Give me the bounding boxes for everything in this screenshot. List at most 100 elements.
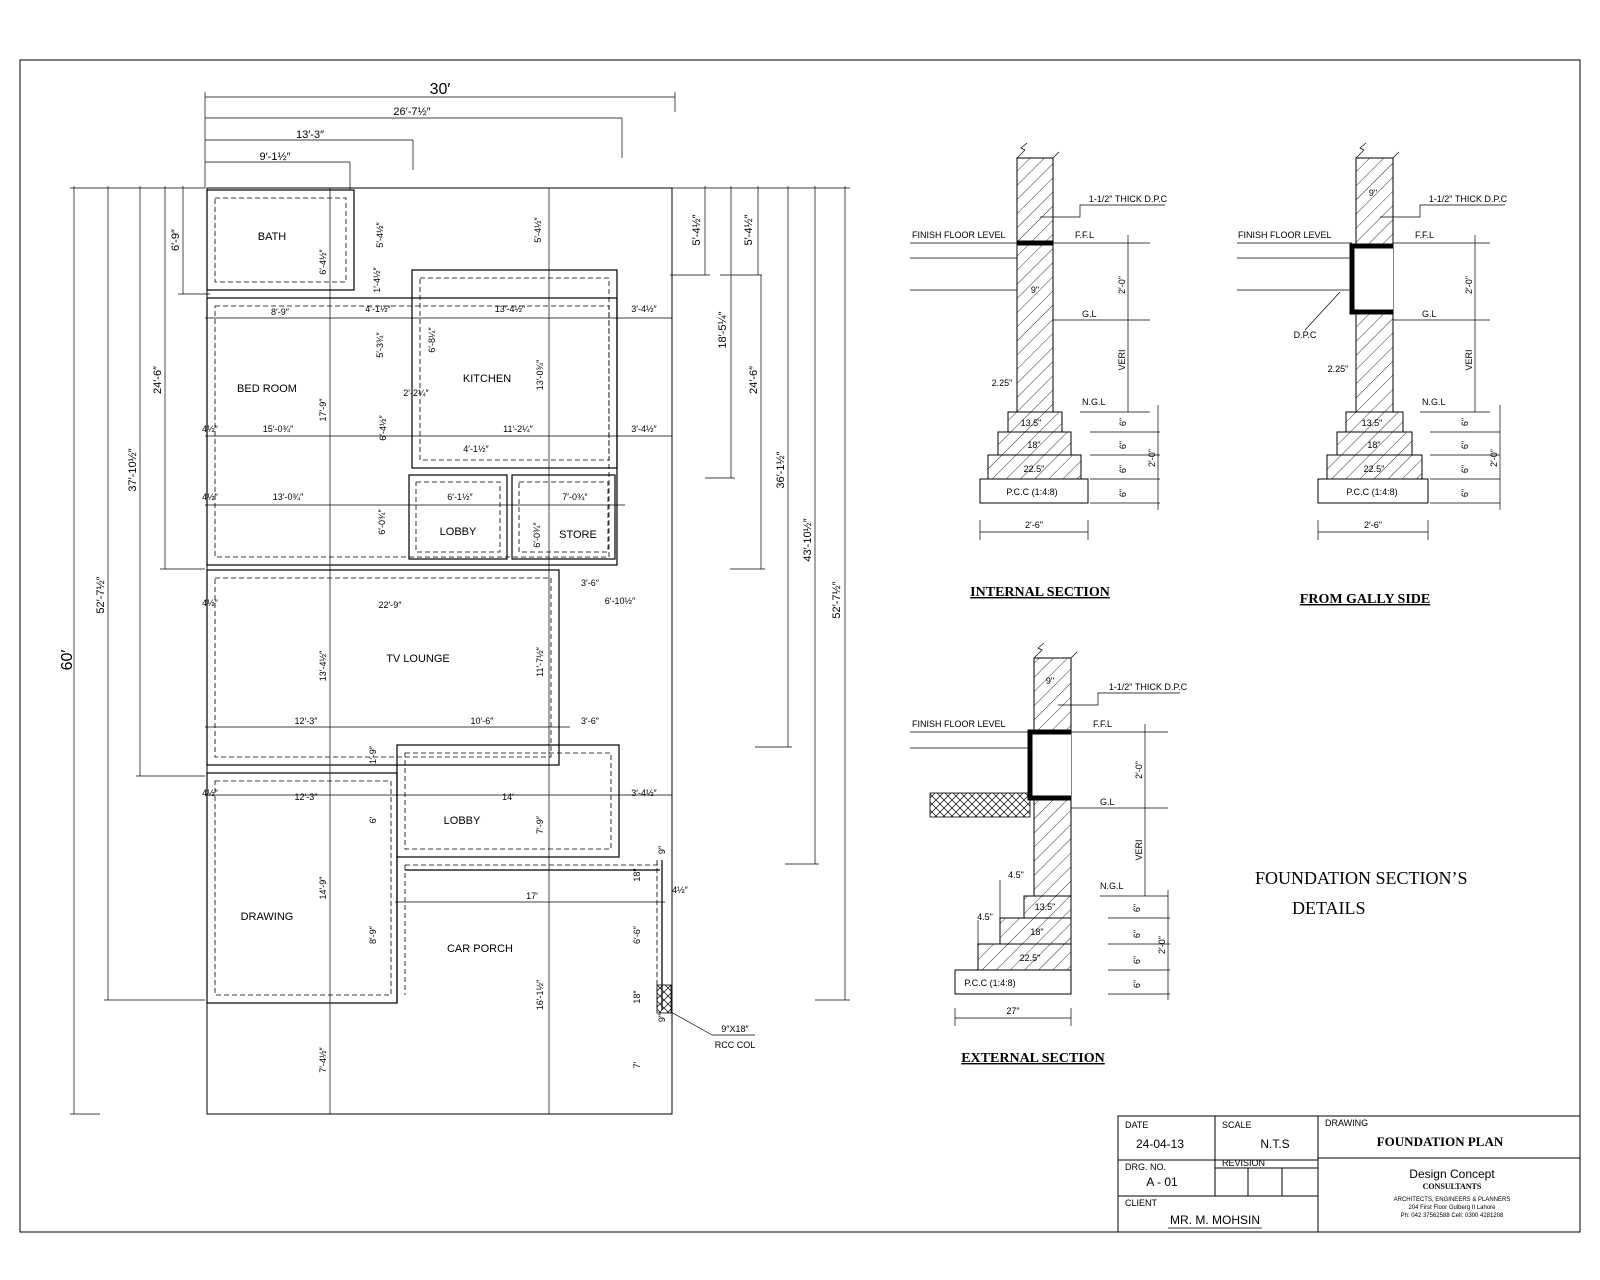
dim-tv-h: 13′-4½″	[318, 650, 328, 681]
plan-dimensions: 6′-4½″ 1′-4½″ 5′-4½″ 5′-4½″ 8′-9″ 4′-1½″…	[202, 216, 689, 1072]
gally-veri: VERI	[1464, 349, 1474, 370]
room-lobby-2: LOBBY	[444, 815, 481, 827]
dim-15: 15′-0¾″	[263, 424, 294, 434]
dim-right-1: 5′-4½″	[691, 214, 703, 245]
dim-6-8: 6′-8¼″	[427, 326, 437, 352]
dim-kit-w: 13′-4½″	[495, 304, 526, 314]
internal-wall: 9"	[1031, 285, 1039, 295]
dim-left-4: 6′-9″	[170, 229, 182, 251]
external-h3: 2′-0"	[1157, 936, 1167, 954]
internal-step-3: 22.5"	[1024, 464, 1045, 474]
room-drawing: DRAWING	[241, 911, 294, 923]
dim-right-6: 43′-10½″	[802, 518, 814, 561]
dim-overall-depth: 60′	[59, 650, 76, 671]
date-value: 24-04-13	[1136, 1137, 1184, 1151]
room-car-porch: CAR PORCH	[447, 943, 513, 955]
external-r3: 6"	[1132, 956, 1142, 964]
external-ffl: F.F.L	[1093, 719, 1112, 729]
gally-r3: 6"	[1460, 465, 1470, 473]
internal-r1: 6"	[1118, 418, 1128, 426]
dim-bath-h: 6′-4½″	[318, 248, 328, 274]
internal-r2: 6"	[1118, 441, 1128, 449]
gally-r4: 6"	[1460, 489, 1470, 497]
gally-gl: G.L	[1422, 309, 1437, 319]
dim-7: 7′	[632, 1061, 642, 1068]
internal-offset: 2.25"	[992, 378, 1013, 388]
dim-7-9: 7′-9″	[535, 815, 545, 834]
internal-r3: 6"	[1118, 465, 1128, 473]
dim-4-a: 4½″	[202, 424, 219, 434]
dim-12-3a: 12′-3″	[295, 716, 319, 726]
external-dpc: 1-1/2" THICK D.P.C	[1109, 682, 1188, 692]
gally-h3: 2′-0"	[1489, 449, 1499, 467]
external-pcc: P.C.C (1:4:8)	[964, 978, 1015, 988]
external-r1: 6"	[1132, 904, 1142, 912]
dim-17: 17′	[526, 891, 538, 901]
internal-ffl-label: FINISH FLOOR LEVEL	[912, 230, 1006, 240]
dim-14: 14′	[502, 792, 514, 802]
details-title-1: FOUNDATION SECTION’S	[1255, 868, 1468, 888]
dim-22: 22′-9″	[379, 600, 403, 610]
internal-h2: 2′-0"	[1117, 276, 1127, 294]
dim-3-6a: 3′-6″	[581, 578, 600, 588]
dim-12-3b: 12′-3″	[295, 792, 319, 802]
dim-16: 16′-1½″	[535, 979, 545, 1010]
dim-left-2: 37′-10½″	[127, 448, 139, 491]
dim-6-0b: 6′-0¾″	[532, 521, 542, 547]
dim-right-4: 24′-6″	[748, 366, 760, 394]
gally-section-title: FROM GALLY SIDE	[1300, 592, 1430, 607]
dim-kit-h: 13′-0¾″	[535, 359, 545, 390]
dim-8-9: 8′-9″	[368, 925, 378, 944]
external-veri: VERI	[1134, 839, 1144, 860]
column-label: RCC COL	[715, 1040, 756, 1050]
firm-name: Design Concept	[1409, 1167, 1495, 1181]
date-label: DATE	[1125, 1120, 1148, 1130]
external-offset: 4.5"	[1008, 870, 1024, 880]
external-section: 1-1/2" THICK D.P.C FINISH FLOOR LEVEL F.…	[910, 642, 1188, 1066]
dim-9b: 9″	[657, 1013, 667, 1022]
dim-6-10: 6′-10½″	[605, 596, 636, 606]
internal-base: 2′-6"	[1025, 520, 1043, 530]
dim-11-7: 11′-7½″	[535, 646, 545, 677]
dim-bed-w: 8′-9″	[271, 307, 290, 317]
dim-bed-h: 17′-9″	[318, 398, 328, 422]
firm-address: 204 First Floor Gulberg II Lahore	[1408, 1205, 1496, 1211]
gally-ngl: N.G.L	[1422, 397, 1446, 407]
gally-step-2: 18"	[1367, 440, 1380, 450]
internal-gl: G.L	[1082, 309, 1097, 319]
foundation-plan: 30′ 26′-7½″ 13′-3″ 9′-1½″ 60′ 52′-7½″ 37…	[59, 81, 850, 1115]
dim-right-3: 18′-5¼″	[717, 311, 729, 348]
sheet-border	[19, 59, 1581, 1233]
dim-9: 9″	[657, 845, 667, 854]
dim-3-4b: 3′-4½″	[631, 424, 657, 434]
dim-top-2: 13′-3″	[296, 129, 324, 141]
dim-13: 13′-0¾″	[273, 492, 304, 502]
external-h2: 2′-0"	[1134, 761, 1144, 779]
drawing-value: FOUNDATION PLAN	[1377, 1134, 1504, 1149]
internal-veri: VERI	[1117, 349, 1127, 370]
client-value: MR. M. MOHSIN	[1170, 1213, 1260, 1227]
column-size: 9″X18″	[721, 1024, 749, 1034]
internal-section-title: INTERNAL SECTION	[970, 585, 1110, 600]
dim-6-6: 6′-6″	[632, 925, 642, 944]
drg-no-value: A - 01	[1146, 1175, 1178, 1189]
gally-section: 1-1/2" THICK D.P.C FINISH FLOOR LEVEL F.…	[1237, 142, 1508, 607]
client-label: CLIENT	[1125, 1198, 1158, 1208]
room-bedroom: BED ROOM	[237, 383, 297, 395]
gally-base: 2′-6"	[1364, 520, 1382, 530]
dim-7-0: 7′-0¾″	[562, 492, 588, 502]
firm-name-2: CONSULTANTS	[1423, 1182, 1482, 1191]
dim-18a: 18″	[632, 868, 642, 882]
external-step-1: 13.5"	[1035, 902, 1056, 912]
gally-r1: 6"	[1460, 418, 1470, 426]
external-gl: G.L	[1100, 797, 1115, 807]
dim-7-4: 7′-4½″	[318, 1046, 328, 1072]
external-wall: 9"	[1046, 676, 1054, 686]
room-tv-lounge: TV LOUNGE	[386, 653, 450, 665]
gally-offset: 2.25"	[1328, 364, 1349, 374]
scale-label: SCALE	[1222, 1120, 1252, 1130]
dim-6-0: 6′-0¾″	[377, 508, 387, 534]
dim-4-e: 4½″	[672, 885, 689, 895]
dim-4-d: 4½″	[202, 788, 219, 798]
